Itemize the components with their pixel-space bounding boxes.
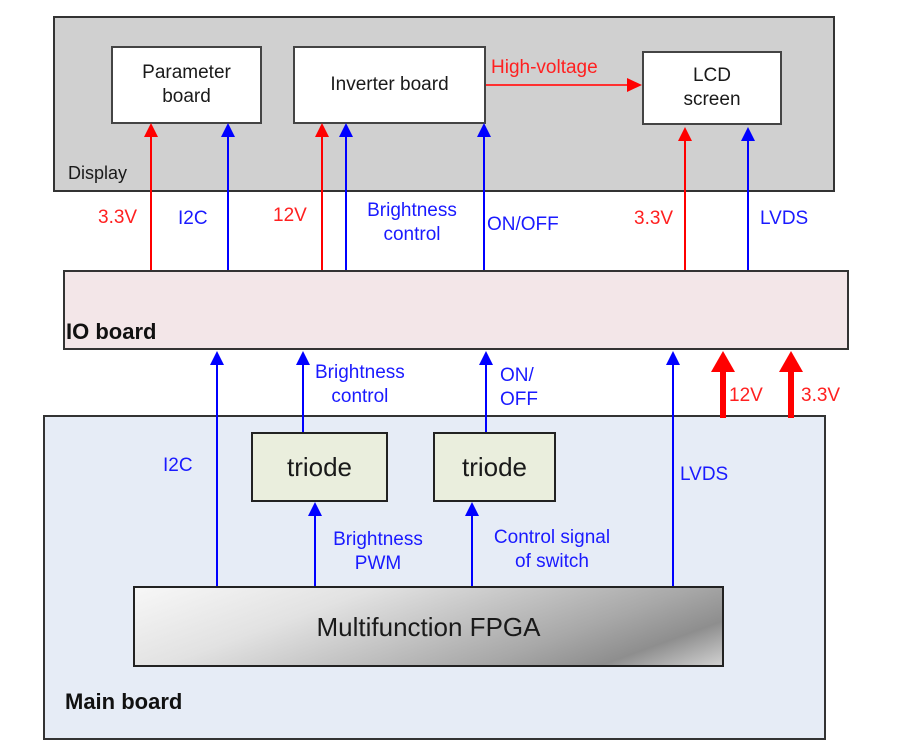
main-board-label: Main board xyxy=(65,689,183,714)
arrowhead-brightness-pwm xyxy=(308,502,322,516)
brightness-pwm-line1: Brightness xyxy=(333,529,423,550)
main-brightness-control-line1: Brightness xyxy=(315,362,405,383)
inverter-onoff-label: ON/OFF xyxy=(487,214,559,235)
arrowhead-main-lvds xyxy=(666,351,680,365)
arrowhead-control-signal xyxy=(465,502,479,516)
parameter-board: Parameter board xyxy=(111,46,262,124)
main-3v3-label: 3.3V xyxy=(801,385,841,406)
inverter-brightness-label: Brightness control xyxy=(352,199,472,247)
arrowhead-main-onoff xyxy=(479,351,493,365)
display-label: Display xyxy=(68,163,128,183)
fpga-label: Multifunction FPGA xyxy=(316,611,541,642)
inverter-brightness-line1: Brightness xyxy=(367,200,457,221)
param-i2c-label: I2C xyxy=(178,208,208,229)
lcd-screen-line1: LCD xyxy=(692,65,731,86)
inverter-board: Inverter board xyxy=(293,46,486,124)
io-board xyxy=(63,270,849,350)
triode-1-label: triode xyxy=(286,452,353,482)
arrowhead-main-i2c xyxy=(210,351,224,365)
main-onoff-line2: OFF xyxy=(500,389,538,410)
io-board-label: IO board xyxy=(66,319,157,344)
control-signal-line1: Control signal xyxy=(493,527,611,548)
arrowhead-lcd-3v3 xyxy=(678,127,692,141)
main-brightness-control-label: Brightness control xyxy=(315,361,405,409)
arrowhead-inverter-12v xyxy=(315,123,329,137)
inverter-brightness-line2: control xyxy=(383,224,441,245)
arrowhead-main-brightness-control xyxy=(296,351,310,365)
control-signal-label: Control signal of switch xyxy=(476,526,628,574)
fpga-block: Multifunction FPGA xyxy=(133,586,724,667)
lcd-lvds-label: LVDS xyxy=(760,208,809,229)
main-onoff-line1: ON/ xyxy=(500,365,534,386)
lcd-screen-line2: screen xyxy=(683,89,741,110)
arrowhead-inverter-brightness xyxy=(339,123,353,137)
brightness-pwm-label: Brightness PWM xyxy=(318,528,438,576)
parameter-board-line1: Parameter xyxy=(142,62,231,83)
main-i2c-label: I2C xyxy=(163,455,193,476)
control-signal-line2: of switch xyxy=(515,551,589,572)
triode-2-label: triode xyxy=(461,452,528,482)
arrowhead-param-3v3 xyxy=(144,123,158,137)
param-power-label: 3.3V xyxy=(98,207,138,228)
inverter-board-label: Inverter board xyxy=(330,74,449,95)
main-onoff-label: ON/ OFF xyxy=(500,364,538,412)
lcd-power-label: 3.3V xyxy=(634,208,674,229)
main-12v-label: 12V xyxy=(729,385,763,406)
brightness-pwm-line2: PWM xyxy=(354,553,402,574)
arrowhead-main-12v xyxy=(711,351,735,372)
arrowhead-lcd-lvds xyxy=(741,127,755,141)
main-lvds-label: LVDS xyxy=(680,464,729,485)
parameter-board-line2: board xyxy=(162,86,211,107)
triode-1: triode xyxy=(251,432,388,502)
lcd-screen: LCD screen xyxy=(642,51,782,125)
arrowhead-inverter-onoff xyxy=(477,123,491,137)
arrowhead-main-3v3 xyxy=(779,351,803,372)
main-brightness-control-line2: control xyxy=(331,386,389,407)
arrowhead-high-voltage xyxy=(627,78,642,92)
arrowhead-param-i2c xyxy=(221,123,235,137)
triode-2: triode xyxy=(433,432,556,502)
inverter-power-label: 12V xyxy=(273,205,307,226)
high-voltage-label: High-voltage xyxy=(491,57,598,78)
